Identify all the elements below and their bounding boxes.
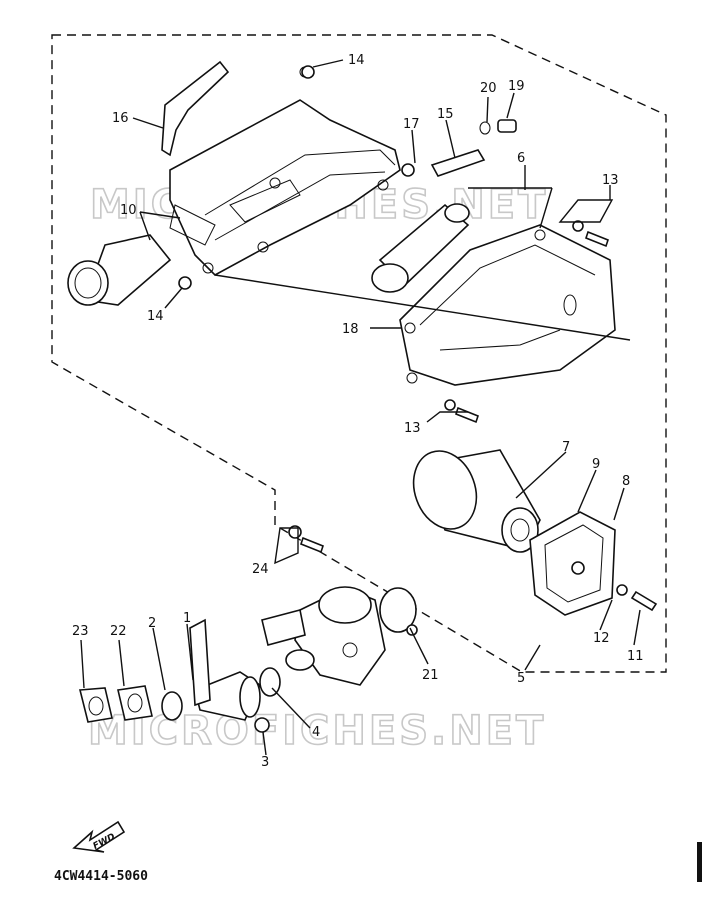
airbox-case [161,60,401,289]
callout-20: 20 [480,81,497,96]
callout-2: 2 [148,616,156,631]
forward-arrow: FWD [72,820,126,853]
carburetor [261,586,386,686]
callout-12: 12 [593,631,610,646]
filter-hose [371,203,470,293]
callout-6: 6 [517,151,525,166]
drawing-code: 4CW4414-5060 [54,869,148,884]
callout-14a: 14 [348,53,365,68]
intake-duct [67,204,216,306]
edge-mark [697,842,702,882]
callout-5: 5 [517,671,525,686]
drain-tube-parts [401,119,517,177]
assembly-boundary [51,34,667,673]
callout-15: 15 [437,107,454,122]
intake-joint [189,618,281,733]
callout-14b: 14 [147,309,164,324]
callout-7: 7 [562,440,570,455]
callout-10: 10 [120,203,137,218]
callout-13b: 13 [404,421,421,436]
callout-8: 8 [622,474,630,489]
air-filter-element [412,449,541,553]
callout-11: 11 [627,649,644,664]
callout-4: 4 [312,725,320,740]
gaskets [78,685,183,723]
callout-13a: 13 [602,173,619,188]
callout-9: 9 [592,457,600,472]
callout-3: 3 [261,755,269,770]
callout-1: 1 [183,611,191,626]
callout-23: 23 [72,624,89,639]
carburetor-clamp [379,587,418,636]
callout-18: 18 [342,322,359,337]
filter-case [399,224,616,386]
callout-17: 17 [403,117,420,132]
leader-lines [80,59,641,756]
callout-21: 21 [422,668,439,683]
callout-22: 22 [110,624,127,639]
callout-24: 24 [252,562,269,577]
callout-16: 16 [112,111,129,126]
callout-labels: 14 16 10 14 17 15 20 19 6 13 18 13 7 9 8… [72,53,644,770]
callout-19: 19 [508,79,525,94]
filter-cover [529,511,616,616]
